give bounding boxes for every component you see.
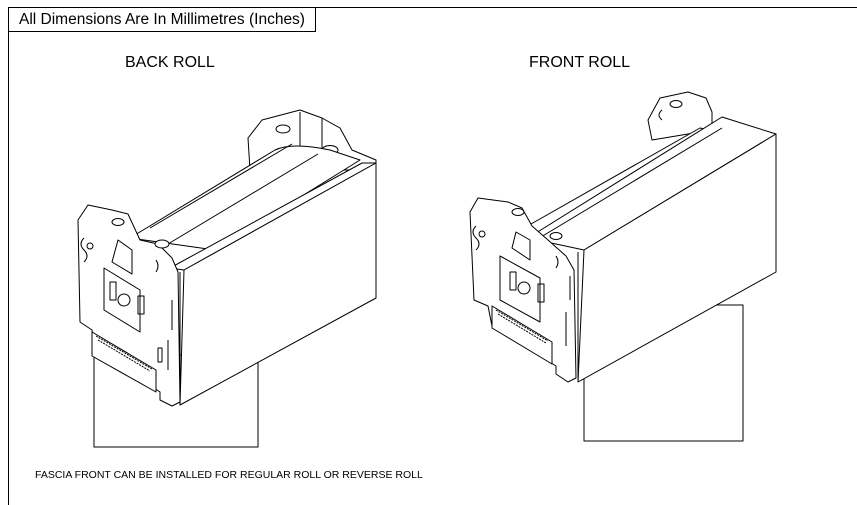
hole-icon — [517, 281, 531, 295]
front-roll-assembly — [469, 91, 777, 442]
slot-icon — [537, 283, 545, 303]
keyhole-icon — [478, 230, 486, 238]
back-roll-fascia-front — [179, 162, 377, 406]
slot-icon — [157, 347, 163, 363]
back-roll-assembly — [77, 109, 377, 448]
slot-icon — [154, 239, 170, 249]
keyhole-icon — [86, 242, 94, 250]
back-roll-label: BACK ROLL — [125, 54, 215, 71]
back-roll-bottom-clip — [91, 331, 157, 393]
hole-icon — [117, 293, 131, 307]
slot-icon — [511, 208, 525, 216]
front-roll-label: FRONT ROLL — [529, 54, 631, 71]
front-roll-fascia-front — [577, 133, 777, 383]
slot-icon — [275, 124, 291, 134]
drawing-frame — [8, 7, 857, 505]
front-roll-rear-bracket — [647, 91, 713, 141]
slot-icon — [111, 218, 125, 226]
slot-icon — [509, 271, 517, 291]
slot-icon — [137, 295, 145, 315]
front-roll-bottom-clip — [491, 305, 553, 365]
installation-note: FASCIA FRONT CAN BE INSTALLED FOR REGULA… — [35, 469, 423, 481]
dimensions-header: All Dimensions Are In Millimetres (Inche… — [8, 7, 316, 32]
slot-icon — [549, 232, 563, 240]
slot-icon — [109, 281, 117, 301]
slot-icon — [669, 100, 683, 108]
